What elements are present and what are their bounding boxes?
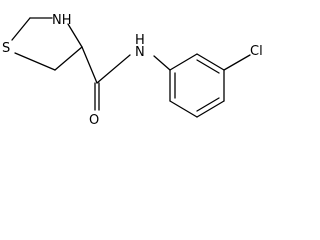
bond-ring-2 [169,100,198,118]
atom-cl: Cl [250,44,263,59]
bond-ring-inner-2 [196,97,220,112]
bond-c5-s [14,52,56,71]
atom-o: O [89,113,99,128]
bond-n3-c4 [67,23,83,48]
bond-c4-c5 [54,46,83,71]
bond-ring-inner-3 [196,59,220,74]
bond-ring-5 [196,53,225,71]
bond-ring-3 [196,100,225,118]
atom-n-amide: N [135,45,145,60]
bond-carbonyl-n [96,54,131,84]
bond-c4-carbonyl [81,46,98,84]
structure-diagram: S NH N H O Cl [2,13,263,128]
atom-nh-ring: NH [52,13,72,28]
bond-ring-6 [169,53,198,71]
atom-h-amide: H [135,33,145,48]
bond-n-aryl [153,55,171,71]
bond-s-c2 [11,17,31,41]
bond-c-cl [223,54,251,71]
atom-s: S [2,41,10,56]
